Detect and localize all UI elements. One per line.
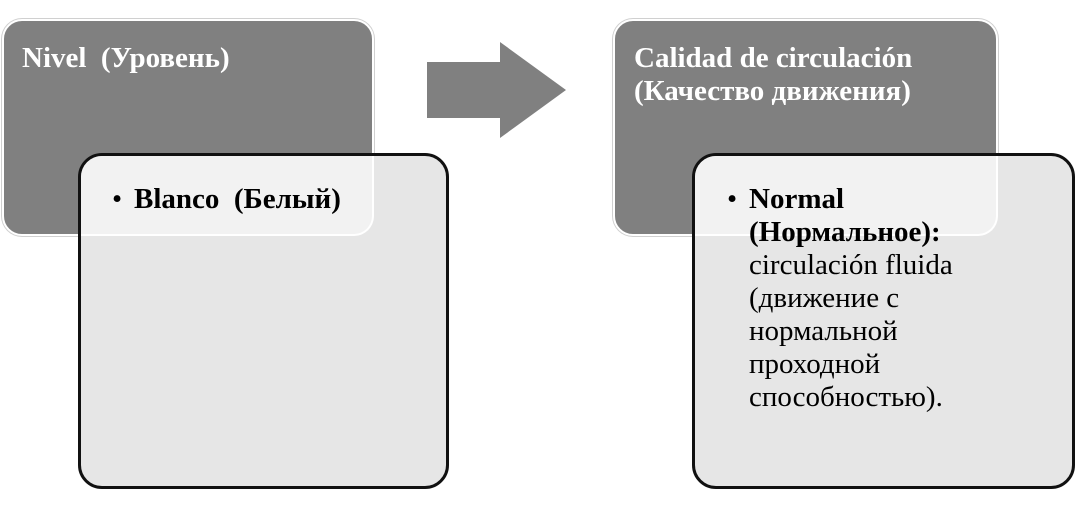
quality-overlap bbox=[695, 156, 998, 236]
bullet: • bbox=[112, 183, 123, 215]
level-value: Blanco (Белый) bbox=[134, 183, 434, 216]
level-header-title: Nivel (Уровень) bbox=[22, 42, 230, 74]
quality-value: Normal (Нормальное): circulación fluida … bbox=[749, 183, 1019, 414]
level-value-bold: Blanco (Белый) bbox=[134, 183, 341, 215]
quality-value-bold: Normal (Нормальное): bbox=[749, 183, 941, 248]
level-overlap bbox=[81, 156, 374, 236]
quality-header-title: Calidad de circulación (Качество движени… bbox=[634, 42, 913, 107]
bullet: • bbox=[727, 183, 738, 215]
arrow-right-icon bbox=[427, 42, 566, 138]
quality-value-text: circulación fluida (движение с нормально… bbox=[749, 249, 953, 413]
